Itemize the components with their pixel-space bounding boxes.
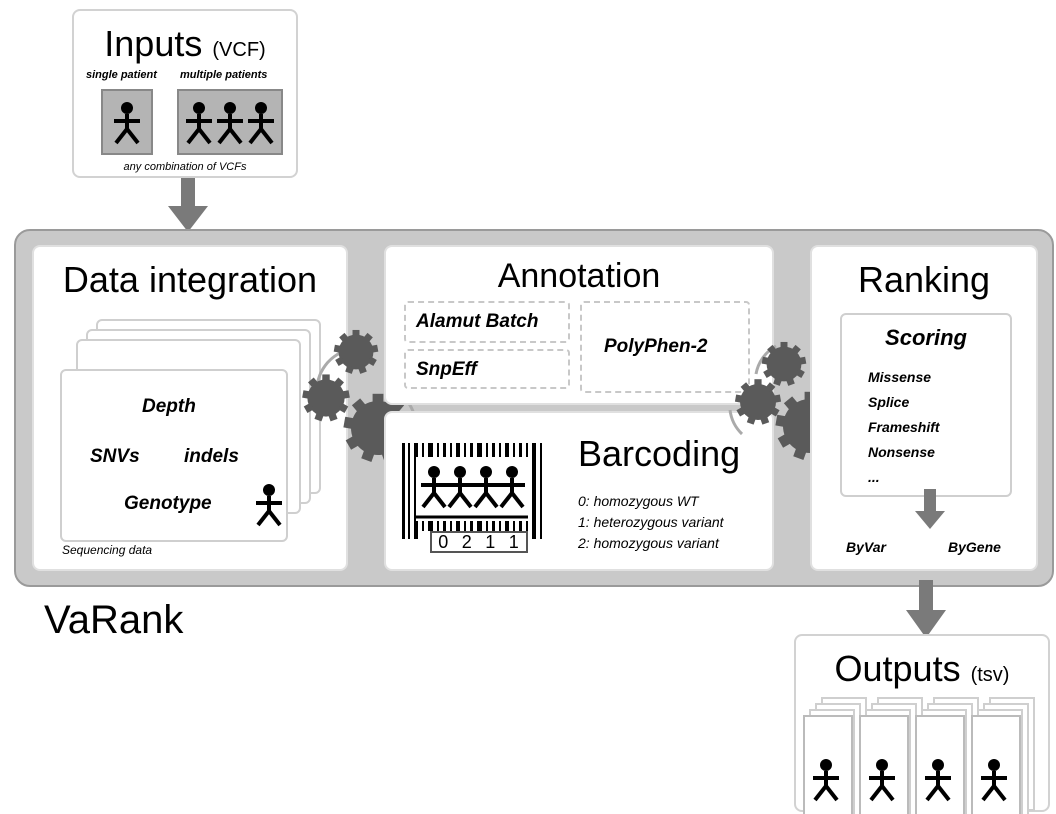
barcode-digit: 1 [508,531,520,552]
multiple-patients-label: multiple patients [180,69,268,81]
legend-line: 0: homozygous WT [578,493,699,509]
person-icon [254,482,284,527]
legend-line: 2: homozygous variant [578,535,719,551]
outputs-format: (tsv) [970,664,1010,686]
single-patient-label: single patient [86,69,157,81]
ranking-title: Ranking [857,259,991,300]
genotype-legend: 0: homozygous WT 1: heterozygous variant… [578,491,724,554]
inputs-title: Inputs [104,23,203,64]
ranking-box: Ranking Scoring Missense Splice Frameshi… [810,245,1038,571]
bygene-label: ByGene [948,539,1001,555]
genotype-label: Genotype [124,493,212,514]
indels-label: indels [184,446,239,467]
app-name: VaRank [44,598,184,642]
barcode-digit: 2 [461,531,473,552]
alamut-batch-tool: Alamut Batch [404,301,570,343]
inputs-title-row: Inputs (VCF) [74,23,296,65]
output-files [803,697,1035,814]
inputs-box: Inputs (VCF) single patient multiple pat… [72,9,298,178]
barcode-digit: 0 [438,531,450,552]
data-integration-title: Data integration [62,259,318,300]
outputs-title: Outputs [834,648,961,689]
alamut-batch-label: Alamut Batch [416,311,539,332]
barcode-digits: 0 2 1 1 [430,531,528,553]
barcode-digit: 1 [485,531,497,552]
annotation-box: Annotation Alamut Batch SnpEff PolyPhen-… [384,245,774,405]
depth-label: Depth [142,396,196,417]
person-icon [184,100,276,145]
snvs-label: SNVs [90,446,140,467]
scoring-item: ... [868,469,880,485]
barcode-icon [402,443,542,539]
scoring-title: Scoring [885,325,967,350]
scoring-item: Frameshift [868,419,940,435]
arrow-down-icon [906,580,946,638]
polyphen-tool: PolyPhen-2 [580,301,750,393]
scoring-item: Splice [868,394,910,410]
outputs-title-row: Outputs (tsv) [796,648,1048,690]
barcoding-title: Barcoding [578,433,741,474]
person-icon [112,100,142,145]
arrow-down-icon [915,489,945,529]
polyphen-label: PolyPhen-2 [604,336,708,357]
sequencing-caption: Sequencing data [62,543,153,557]
inputs-caption: any combination of VCFs [123,161,247,173]
snpeff-label: SnpEff [416,359,477,380]
multiple-patients-box [177,89,283,155]
scoring-item: Missense [868,369,932,385]
inputs-format: (VCF) [212,39,266,61]
arrow-down-icon [168,178,208,232]
outputs-box: Outputs (tsv) [794,634,1050,814]
annotation-title: Annotation [497,257,661,295]
snpeff-tool: SnpEff [404,349,570,389]
single-patient-box [101,89,153,155]
scoring-item: Nonsense [868,444,935,460]
scoring-list: Missense Splice Frameshift Nonsense ... [868,365,940,490]
sequencing-sheet: Depth SNVs indels Genotype [60,369,288,542]
data-integration-box: Data integration Depth SNVs indels Genot… [32,245,348,571]
legend-line: 1: heterozygous variant [578,514,724,530]
scoring-box: Scoring Missense Splice Frameshift Nonse… [840,313,1012,497]
barcoding-box: Barcoding 0 2 1 1 0: homozygous WT 1: he… [384,411,774,571]
byvar-label: ByVar [846,539,886,555]
